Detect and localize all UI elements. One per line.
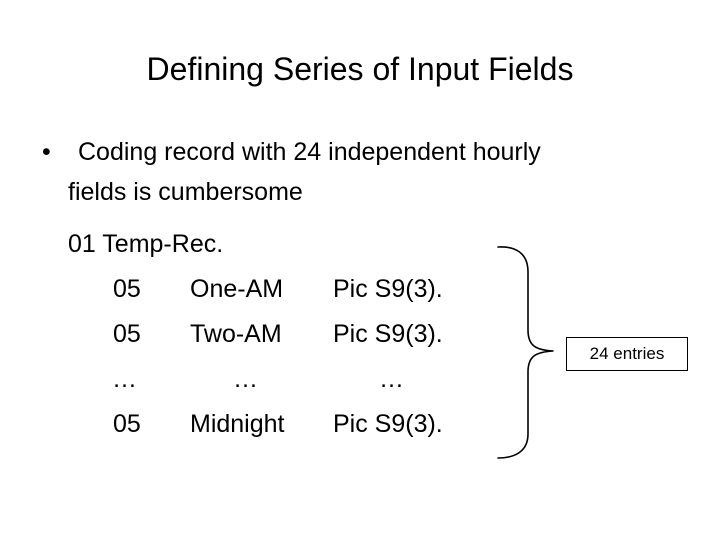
code-line-entry: 05 One-AM Pic S9(3). [0,267,720,312]
page-title: Defining Series of Input Fields [146,51,574,87]
entry-name: Two-AM [190,320,282,348]
entry-name-ellipsis: … [233,365,258,393]
code-line-record: 01 Temp-Rec. [68,230,224,258]
callout-label: 24 entries [589,344,665,363]
entry-level: 05 [113,275,141,303]
entry-level: 05 [113,410,141,438]
entry-name: Midnight [190,410,285,438]
code-line-entry: 05 Midnight Pic S9(3). [0,402,720,447]
callout-box: 24 entries [566,337,688,371]
entry-name: One-AM [190,275,284,303]
entry-level: 05 [113,320,141,348]
code-listing: 01 Temp-Rec. 05 One-AM Pic S9(3). 05 Two… [0,222,720,447]
bullet-list: • Coding record with 24 independent hour… [0,132,720,212]
bullet-text-line-1: Coding record with 24 independent hourly [78,138,541,166]
entry-picture: Pic S9(3). [333,275,443,303]
curly-brace-icon [490,238,570,468]
entry-picture: Pic S9(3). [333,320,443,348]
bullet-dot-icon: • [42,138,51,166]
entry-level-ellipsis: … [112,365,137,393]
code-line-ellipsis: … … … [0,357,720,402]
entry-picture-ellipsis: … [379,365,404,393]
bullet-text-line-2: fields is cumbersome [68,178,303,206]
code-line-entry: 05 Two-AM Pic S9(3). [0,312,720,357]
entry-picture: Pic S9(3). [333,410,443,438]
list-item: • Coding record with 24 independent hour… [0,132,720,172]
